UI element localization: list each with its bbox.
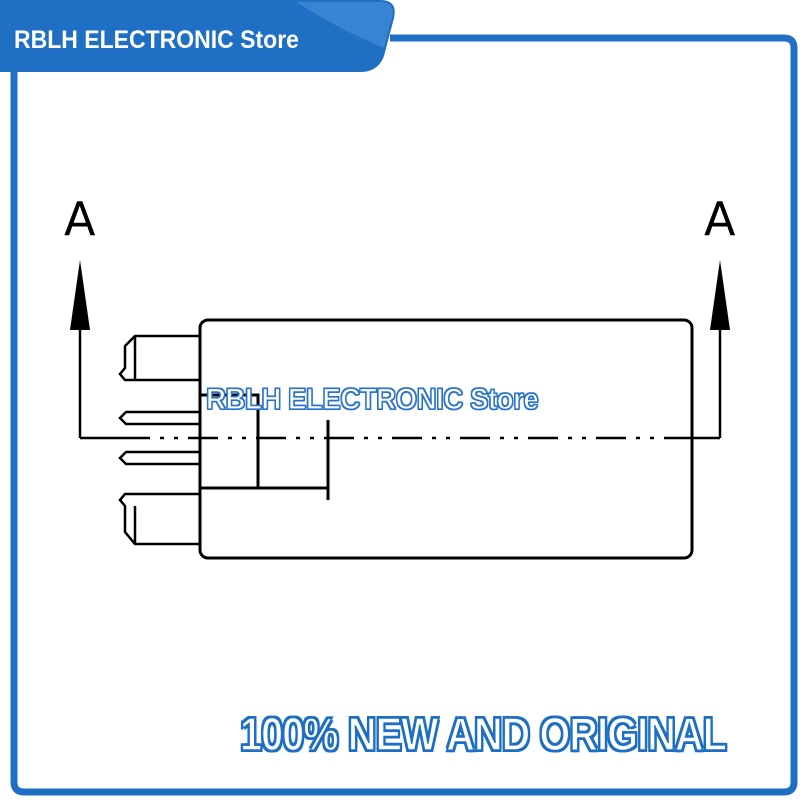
pin-lower [118, 450, 200, 466]
terminal-bottom [118, 492, 200, 546]
store-banner: RBLH ELECTRONIC Store [0, 0, 400, 72]
section-label-right: A [704, 192, 736, 246]
component-body [198, 318, 694, 560]
terminal-top [118, 334, 200, 382]
section-arrow-left [70, 260, 90, 330]
pin-upper [118, 410, 200, 426]
store-watermark: RBLH ELECTRONIC Store [205, 382, 539, 416]
store-tab-shape [0, 0, 395, 72]
section-label-left: A [64, 192, 96, 246]
blue-frame-border [10, 34, 798, 796]
component-flange [200, 393, 260, 490]
store-name-label: RBLH ELECTRONIC Store [14, 26, 299, 54]
section-arrow-right [710, 260, 730, 330]
new-original-caption: 100% NEW AND ORIGINAL [239, 707, 727, 761]
store-tab-highlight [296, 2, 393, 48]
